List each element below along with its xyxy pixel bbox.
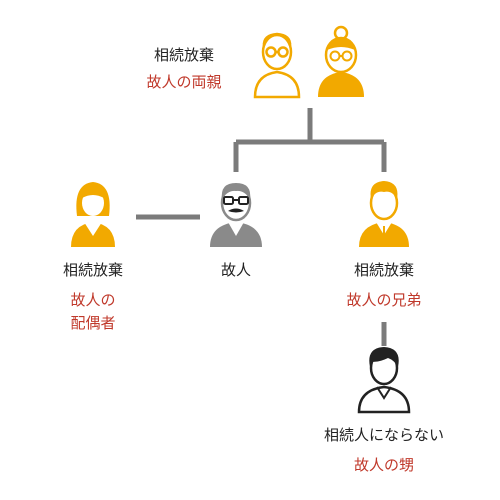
connector-lines [136,108,387,346]
spouse-status-label: 相続放棄 [62,261,124,279]
elderly-man-icon [253,32,301,99]
woman-icon [71,182,115,247]
nephew-status-label: 相続人にならない [323,426,445,444]
young-man-icon [357,347,411,414]
man-with-glasses-icon [210,183,262,247]
nephew-relation-label: 故人の甥 [353,456,415,474]
spouse-relation-line1: 故人の [70,291,116,309]
sibling-status-label: 相続放棄 [353,261,415,279]
elderly-woman-icon [318,25,364,97]
sibling-relation-label: 故人の兄弟 [346,291,422,309]
deceased-label: 故人 [220,261,252,279]
parents-relation-label: 故人の両親 [146,73,222,91]
spouse-relation-line2: 配偶者 [70,314,116,332]
man-icon [359,181,409,247]
parents-status-label: 相続放棄 [153,46,215,64]
